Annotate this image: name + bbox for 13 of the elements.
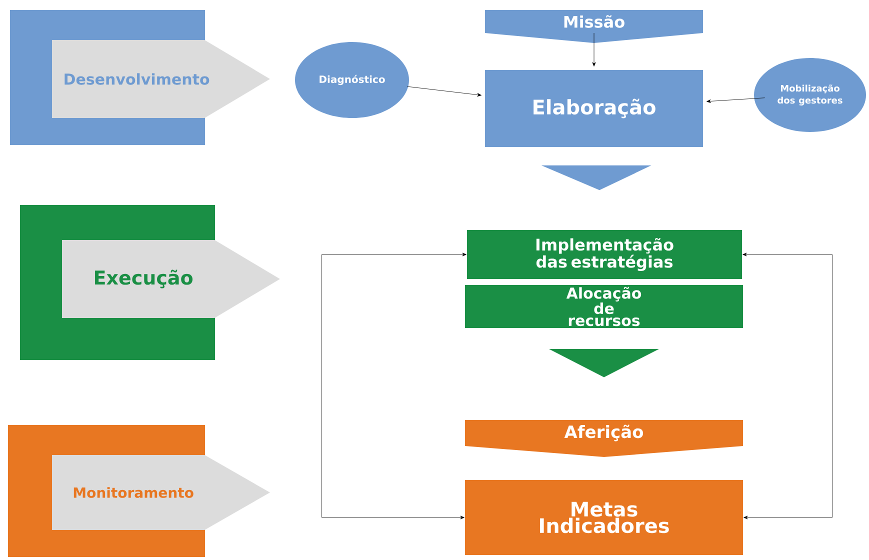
ellipse-node: Mobilização dos gestores — [754, 58, 866, 132]
process-box: Elaboração — [485, 70, 703, 147]
chevron-arrow — [541, 165, 652, 190]
process-box: Alocação de recursos — [465, 285, 743, 328]
process-box: Metas Indicadores — [465, 480, 743, 555]
chevron-arrow — [549, 348, 659, 378]
ellipse-node: Diagnóstico — [295, 42, 409, 118]
feedback-arrow — [742, 252, 832, 520]
arrow — [706, 98, 766, 103]
feedback-arrow — [322, 252, 466, 520]
arrow — [406, 86, 482, 97]
process-box: Implementação das estratégias — [467, 230, 742, 279]
arrow — [592, 32, 596, 66]
